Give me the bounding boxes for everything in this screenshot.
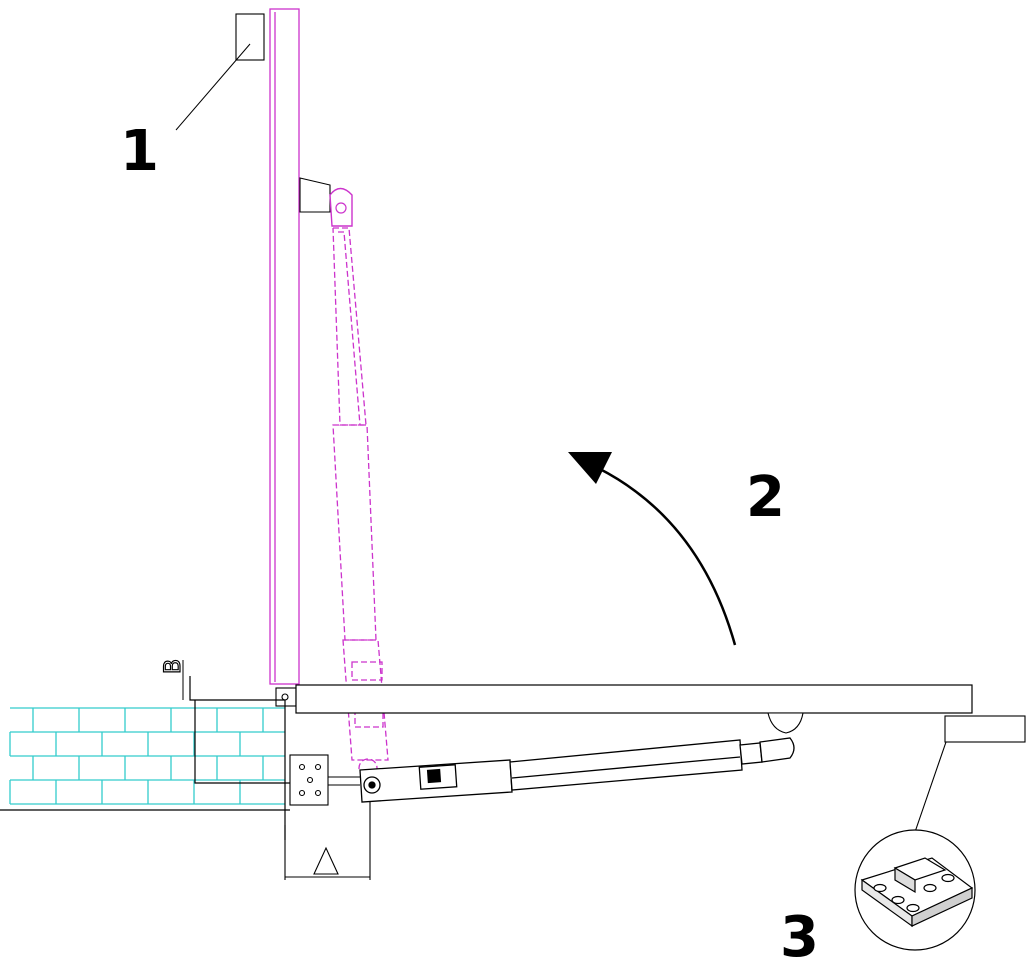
callout-3-label: 3 bbox=[780, 905, 819, 970]
rear-bracket bbox=[289, 754, 360, 806]
hinge-pivot bbox=[275, 687, 297, 707]
callout-2-label: 2 bbox=[746, 465, 785, 530]
gate-bracket-open bbox=[299, 177, 353, 227]
callout-1-label: 1 bbox=[120, 119, 159, 184]
dimension-a: A bbox=[284, 800, 371, 880]
dimension-b-letter: B bbox=[161, 659, 186, 674]
gate-leaf-open-position bbox=[269, 8, 300, 685]
gate-stop bbox=[914, 715, 1026, 833]
brick-wall bbox=[9, 707, 285, 805]
wall-outline bbox=[0, 676, 290, 840]
gate-leaf-closed bbox=[295, 684, 973, 714]
dimension-b: B bbox=[160, 658, 187, 700]
post-top-box bbox=[235, 13, 265, 61]
curved-arrow-icon bbox=[568, 452, 737, 646]
actuator-closed-position bbox=[359, 737, 795, 803]
callout-1-leader bbox=[175, 43, 251, 131]
bracket-detail-icon bbox=[854, 829, 976, 951]
front-gate-bracket bbox=[767, 712, 804, 734]
